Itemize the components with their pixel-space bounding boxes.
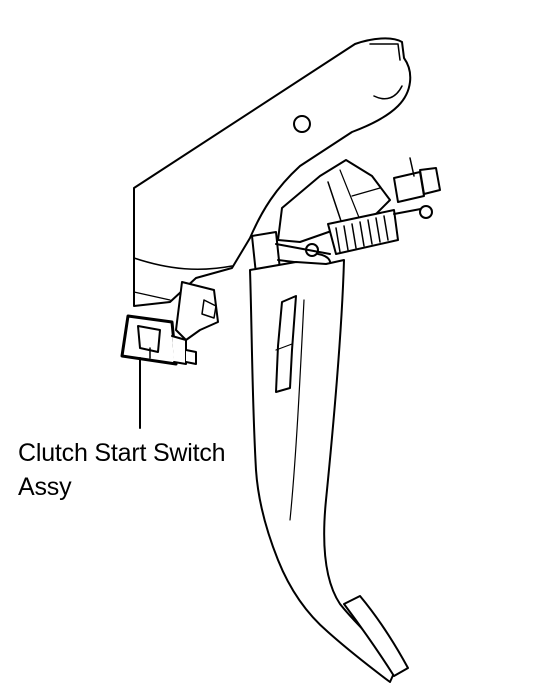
switch-bracket [175,281,219,341]
pivot-bracket [277,159,391,243]
mount-hole [293,115,311,133]
pedal-pad [343,595,409,677]
assist-spring [305,205,433,257]
callout-label-line-1: Clutch Start Switch [18,439,226,467]
pedal-bracket [133,37,412,307]
stopper-bolt [393,157,441,203]
callout-label: Clutch Start Switch Assy [18,436,278,504]
pedal-stopper [275,295,297,393]
callout-label-line-2: Assy [18,473,72,501]
clutch-start-switch [120,314,197,366]
